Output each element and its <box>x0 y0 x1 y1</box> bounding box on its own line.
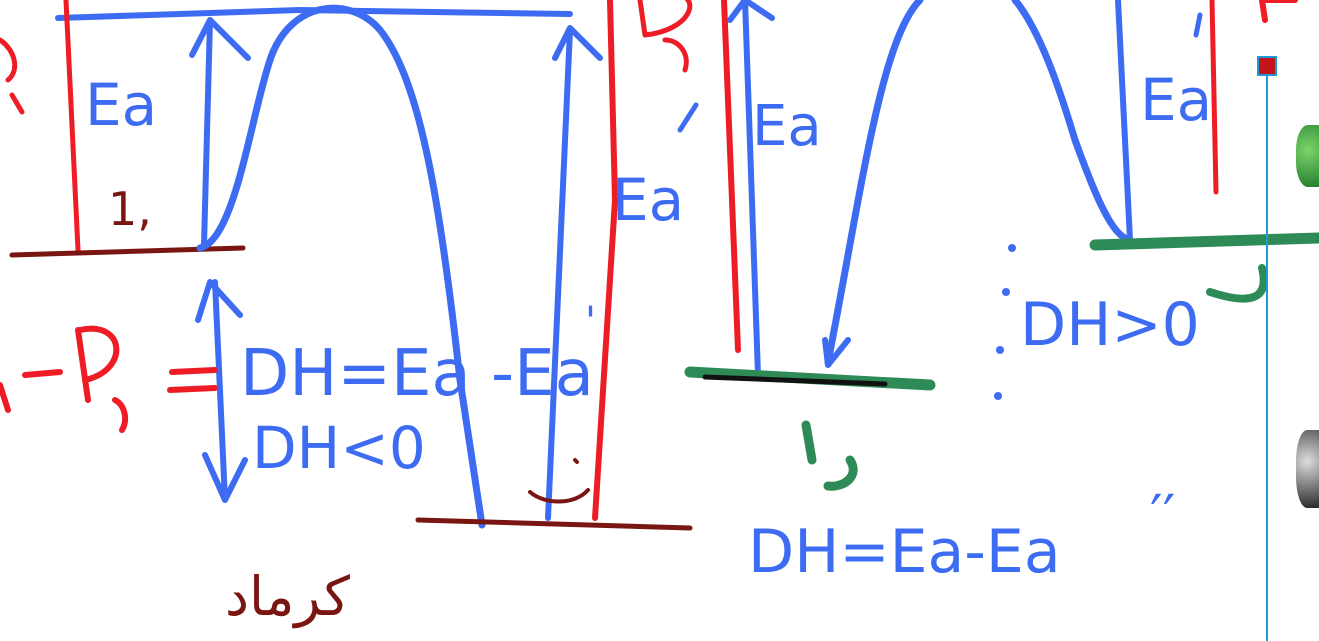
right-reactant-baseline-black <box>702 374 888 387</box>
left-red-vertical <box>63 0 81 253</box>
molecule-thumbnail-green[interactable] <box>1296 125 1319 187</box>
right-green-tick <box>1206 264 1268 303</box>
left-red-vertical-right <box>592 0 618 521</box>
right-red-vertical-right <box>1209 0 1219 195</box>
right-blue-tick <box>1193 12 1203 38</box>
right-energy-curve <box>824 0 1129 366</box>
left-product-ea: Ea <box>612 166 684 234</box>
left-top-line <box>55 7 573 21</box>
red-lhs-fragment <box>0 325 218 433</box>
right-reactant-ea: Ea <box>752 94 822 159</box>
left-tick-mark <box>677 102 699 133</box>
right-curve-arrowhead <box>822 337 851 368</box>
left-ea-arrow <box>189 17 251 248</box>
right-equation-suffix: ′′ <box>1150 484 1175 549</box>
right-reactant-baseline-green <box>684 366 936 391</box>
left-reactant-baseline <box>9 245 246 258</box>
top-right-fragment <box>1259 0 1298 23</box>
right-product-baseline-green <box>1089 232 1319 251</box>
top-left-fragment <box>0 37 25 115</box>
left-reactant-tick: 1, <box>108 182 152 236</box>
stop-icon <box>1259 58 1275 74</box>
right-product-ea: Ea <box>1140 66 1212 134</box>
left-dh-prime: ' <box>585 299 596 345</box>
left-product-arrow <box>545 25 603 521</box>
left-dh-double-arrow <box>195 279 248 503</box>
right-dh-sign: DH>0 <box>1020 290 1200 360</box>
left-energy-diagram: Ea 1, Ea DH=Ea -Ea ' DH<0 كرماد <box>0 0 699 628</box>
molecule-thumbnail-gray[interactable] <box>1296 430 1319 508</box>
left-dh-sign: DH<0 <box>252 414 426 482</box>
right-ea-arrow <box>727 0 775 378</box>
left-dh-equation: DH=Ea -Ea <box>240 337 594 411</box>
left-bottom-word: كرماد <box>225 565 350 628</box>
left-product-baseline <box>415 517 693 531</box>
right-product-arrow <box>1115 0 1133 243</box>
right-dh-equation: DH=Ea-Ea <box>748 517 1061 587</box>
right-green-one <box>801 420 858 491</box>
right-energy-diagram: Ea Ea DH>0 DH=Ea-Ea ′′ <box>684 0 1319 587</box>
right-red-vertical-left <box>721 0 741 353</box>
toolbar-divider <box>1266 70 1268 641</box>
toolbar-handle[interactable] <box>1257 56 1277 76</box>
left-red-dr <box>637 0 693 73</box>
right-dotted-arc <box>994 244 1016 400</box>
left-energy-curve <box>196 4 486 529</box>
left-reactant-ea: Ea <box>85 71 157 139</box>
left-bottom-mark <box>528 458 590 504</box>
